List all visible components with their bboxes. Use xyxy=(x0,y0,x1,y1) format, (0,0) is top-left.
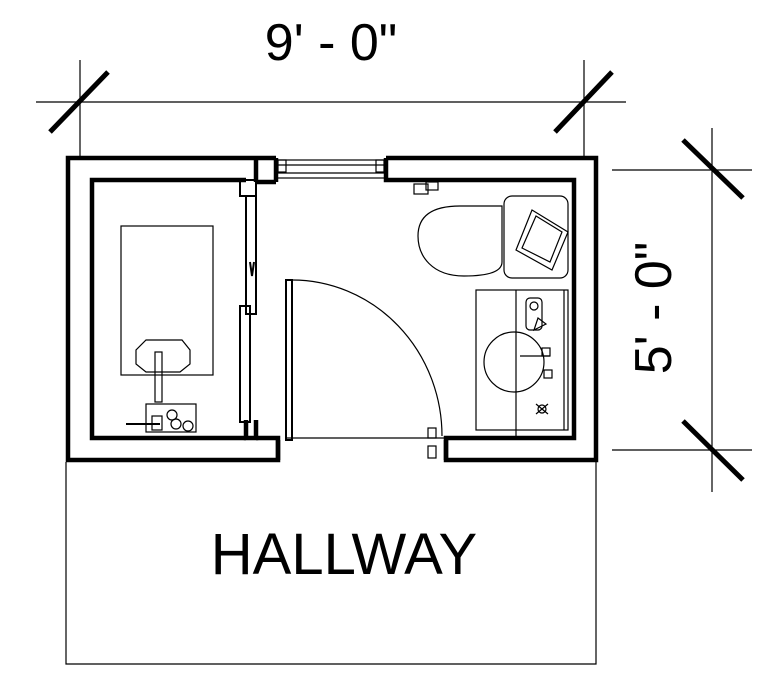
partition-post-bottom xyxy=(243,420,259,441)
shower-pipe xyxy=(154,351,163,403)
shower-spout xyxy=(151,415,163,431)
width-tick-right xyxy=(553,70,614,134)
toilet-tank xyxy=(503,195,569,279)
door-swing-arc xyxy=(291,279,443,437)
faucet-body xyxy=(525,297,543,331)
toilet-paper-holder xyxy=(413,183,429,195)
depth-dimension-label: 5' - 0" xyxy=(625,242,683,374)
toilet-paper-roll xyxy=(425,181,439,191)
partition-post-top xyxy=(239,179,257,197)
inner-wall-shower xyxy=(89,177,246,441)
shower-door-hinge xyxy=(249,261,255,277)
toilet xyxy=(413,181,569,279)
window-jamb-right xyxy=(375,159,385,173)
window-top xyxy=(275,159,387,179)
door-jamb-left xyxy=(256,435,281,460)
window-frame xyxy=(275,159,387,179)
door xyxy=(285,279,446,459)
outer-walls xyxy=(65,155,599,463)
window-jamb-left xyxy=(277,159,287,173)
toilet-tank-lid-inner xyxy=(521,215,563,263)
vanity-counter xyxy=(475,289,569,431)
hallway-outline xyxy=(65,462,597,665)
depth-dimension: 5' - 0" xyxy=(612,128,752,492)
shower-glass-panel-lower xyxy=(239,305,251,423)
sink-control-2 xyxy=(543,369,553,379)
width-dimension-label: 9' - 0" xyxy=(265,14,397,72)
sink-drain-icon xyxy=(537,404,547,414)
depth-tick-bottom xyxy=(681,419,745,482)
sink-drain-cross-2 xyxy=(535,403,549,415)
bathtub-drain-area xyxy=(135,339,191,373)
shower-partition xyxy=(239,195,257,423)
inner-wall-right xyxy=(383,158,577,460)
hallway-label: HALLWAY xyxy=(211,522,477,587)
toilet-tank-lid xyxy=(515,209,569,271)
door-leaf xyxy=(285,279,293,441)
depth-tick-top xyxy=(681,138,745,200)
faucet-handle xyxy=(529,301,539,311)
hallway-area: HALLWAY xyxy=(65,462,597,665)
sink-basin xyxy=(483,331,545,393)
bathtub xyxy=(120,225,214,433)
sink-control-1 xyxy=(541,347,551,357)
shower-glass-panel xyxy=(245,195,257,315)
door-stop-lower xyxy=(427,445,437,459)
shower-knob-2 xyxy=(170,418,182,430)
width-tick-left xyxy=(48,70,110,134)
shower-valve-box xyxy=(145,403,197,433)
vanity xyxy=(475,289,569,436)
width-dimension: 9' - 0" xyxy=(36,14,626,160)
shower-knob-1 xyxy=(166,409,178,421)
door-stop-upper xyxy=(427,427,437,439)
toilet-bowl xyxy=(417,205,503,277)
bathtub-basin xyxy=(120,225,214,376)
faucet-spout xyxy=(532,317,548,332)
shower-knob-3 xyxy=(182,420,194,432)
